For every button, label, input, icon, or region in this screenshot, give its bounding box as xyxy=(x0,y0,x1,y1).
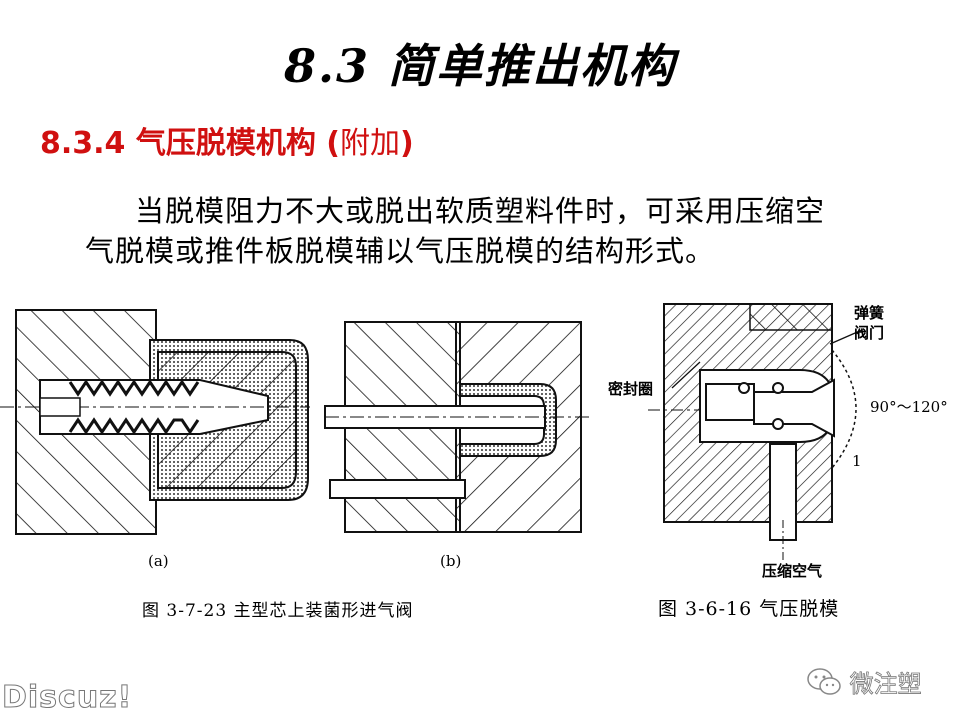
figure-b-diagram xyxy=(324,321,590,533)
figure-a-label: (a) xyxy=(148,552,169,570)
discuz-watermark: Discuz! xyxy=(1,680,133,716)
body-text-line-2: 气脱模或推件板脱模辅以气压脱模的结构形式。 xyxy=(85,234,716,268)
wechat-watermark-text: 微注塑 xyxy=(849,670,922,699)
spring-label: 弹簧 xyxy=(854,304,885,322)
wechat-icon xyxy=(807,667,841,695)
section-heading-main: 8.3.4 气压脱模机构 ( xyxy=(40,126,341,161)
section-heading-appendix: 附加 xyxy=(340,126,401,161)
section-heading: 8.3.4 气压脱模机构 (附加) xyxy=(40,118,414,162)
part-number-label: 1 xyxy=(852,452,862,470)
angle-label: 90°～120° xyxy=(870,398,948,416)
slide-title: 8.3 简单推出机构 xyxy=(283,39,677,93)
figure-b-label: (b) xyxy=(440,552,462,570)
valve-label: 阀门 xyxy=(854,324,885,342)
body-text-line-1: 当脱模阻力不大或脱出软质塑料件时，可采用压缩空 xyxy=(135,194,826,228)
figure-right-caption: 图 3-6-16 气压脱模 xyxy=(658,598,840,620)
figure-left-caption: 图 3-7-23 主型芯上装菌形进气阀 xyxy=(142,601,414,621)
figure-a-diagram xyxy=(0,309,310,535)
section-heading-close: ) xyxy=(400,126,414,161)
wechat-watermark: 微注塑 xyxy=(806,664,922,699)
seal-label: 密封圈 xyxy=(608,380,654,398)
figure-air-ejection-diagram xyxy=(648,303,863,560)
compressed-air-label: 压缩空气 xyxy=(762,562,823,580)
